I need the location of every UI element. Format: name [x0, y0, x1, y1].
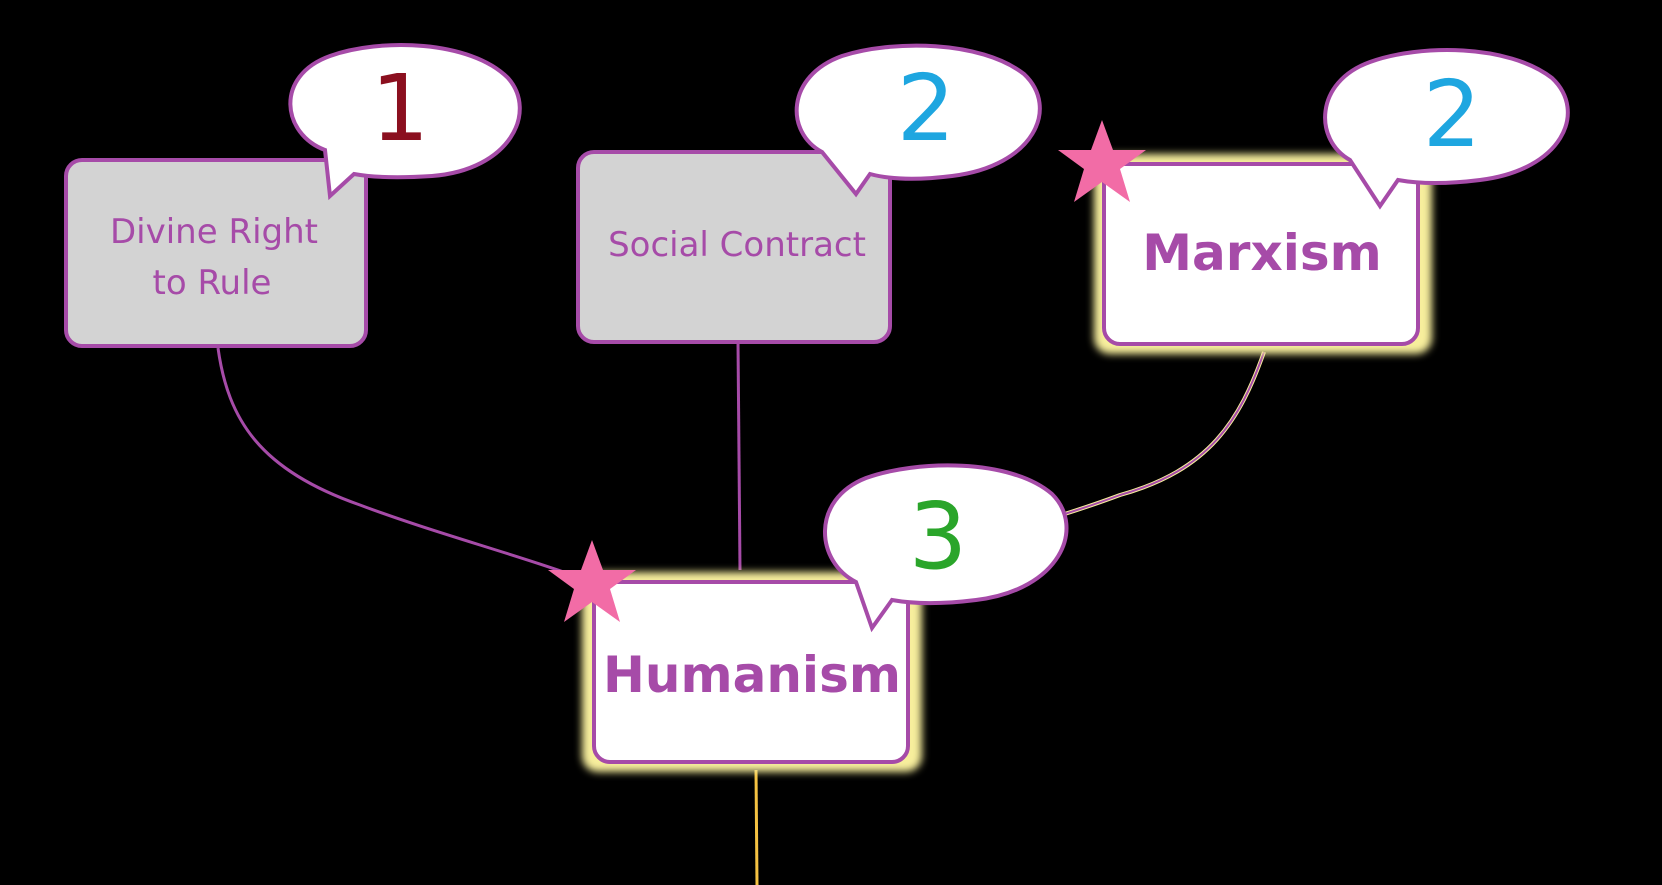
node-social-contract-label: Social Contract: [608, 225, 866, 265]
node-marxism-box: [1102, 162, 1420, 346]
node-humanism-label: Humanism: [603, 646, 901, 704]
node-humanism: Humanism: [582, 572, 922, 772]
node-social-contract-box: [576, 150, 892, 344]
node-divine-right: Divine Right to Rule: [64, 158, 368, 348]
connector-marxism-to-humanism-glow: [1039, 351, 1266, 524]
bubble-count-marxism: 2: [1423, 61, 1482, 168]
bubble-count-humanism: 3: [909, 483, 968, 590]
speech-bubble-icon: 1: [288, 43, 522, 201]
speech-bubble-icon: 3: [823, 463, 1069, 633]
node-divine-right-label-line1: Divine Right: [110, 212, 318, 252]
connector-marxism-to-humanism: [1039, 351, 1265, 523]
node-social-contract: Social Contract: [576, 150, 892, 344]
star-icon: [1058, 120, 1146, 202]
connector-social-contract-to-humanism: [736, 341, 742, 571]
bubble-count-divine-right: 1: [371, 55, 430, 162]
speech-bubble-icon: 2: [1323, 48, 1570, 210]
node-marxism-label: Marxism: [1142, 224, 1381, 282]
node-divine-right-box: [64, 158, 368, 348]
node-marxism: Marxism: [1094, 154, 1432, 354]
node-divine-right-label-line2: to Rule: [153, 263, 272, 303]
bubble-count-social-contract: 2: [897, 55, 956, 162]
node-humanism-box: [592, 580, 910, 764]
star-icon: [548, 540, 636, 622]
connector-humanism-down: [754, 769, 759, 885]
connector-divine-right-to-humanism: [216, 347, 601, 587]
speech-bubble-icon: 2: [794, 43, 1042, 198]
